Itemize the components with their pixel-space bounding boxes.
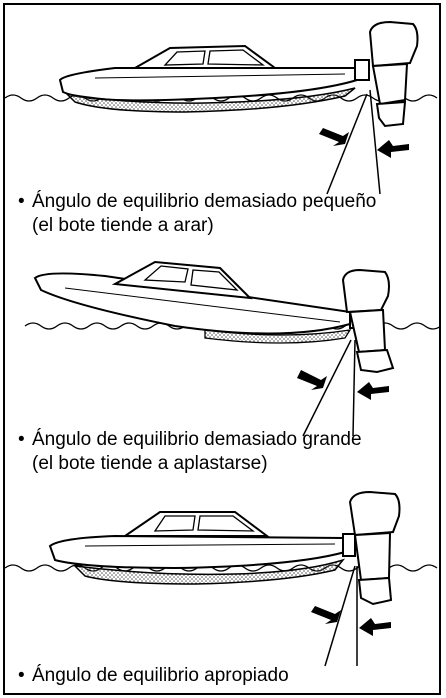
caption-line-2: (el bote tiende a aplastarse) xyxy=(32,453,268,474)
page-frame xyxy=(3,3,441,695)
boat-illustration-trim-too-small xyxy=(5,8,441,198)
caption-trim-too-large: • Ángulo de equilibrio demasiado grande (… xyxy=(18,428,362,476)
caption-line-2: (el bote tiende a arar) xyxy=(32,215,214,236)
caption-line-1: Ángulo de equilibrio demasiado grande xyxy=(32,429,362,450)
caption-line-1: Ángulo de equilibrio apropiado xyxy=(32,665,289,686)
caption-trim-too-small: •Ángulo de equilibrio demasiado pequeño … xyxy=(18,190,376,238)
caption-bullet: • xyxy=(18,665,25,686)
caption-bullet: • xyxy=(18,429,25,450)
caption-trim-proper: • Ángulo de equilibrio apropiado xyxy=(18,664,289,688)
boat-illustration-trim-proper xyxy=(5,480,441,670)
boat-illustration-trim-too-large xyxy=(5,240,441,440)
caption-bullet: • xyxy=(18,191,25,212)
caption-line-1: Ángulo de equilibrio demasiado pequeño xyxy=(32,191,377,212)
